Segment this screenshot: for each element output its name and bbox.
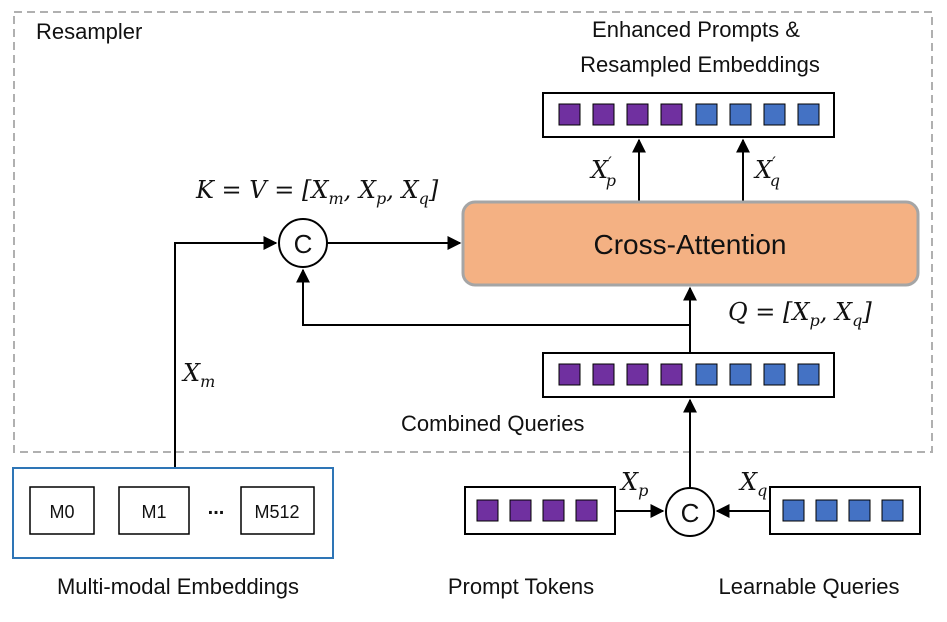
xq-label: Xq — [738, 468, 767, 500]
multimodal-embeddings-label: Multi-modal Embeddings — [57, 574, 299, 599]
concat-node-top: C — [278, 218, 328, 268]
q-to-concat-path — [296, 268, 690, 326]
cross-attention-block — [461, 200, 920, 287]
prompt-token — [509, 499, 532, 522]
query-token — [797, 103, 820, 126]
concat-node-bottom: C — [665, 487, 715, 537]
xp-prime-label: X′p — [589, 153, 616, 190]
multimodal-embeddings-box: M0 M1 ... M512 — [12, 467, 334, 559]
resampler-region — [13, 11, 933, 453]
query-token — [815, 499, 838, 522]
query-token — [729, 103, 752, 126]
prompt-token — [592, 103, 615, 126]
svg-text:C: C — [681, 498, 700, 528]
learnable-queries-label: Learnable Queries — [718, 574, 899, 599]
kv-formula: K = V = [Xm, Xp, Xq] — [195, 176, 439, 208]
xm-label: Xm — [181, 359, 215, 391]
multimodal-item-1 — [118, 486, 190, 535]
resampler-label: Resampler — [36, 19, 142, 44]
svg-text:C: C — [294, 229, 313, 259]
query-token — [797, 363, 820, 386]
prompt-token — [660, 103, 683, 126]
output-title-line1: Enhanced Prompts & — [592, 17, 800, 42]
combined-queries-bar — [542, 352, 835, 398]
query-token — [848, 499, 871, 522]
query-token — [729, 363, 752, 386]
query-token — [782, 499, 805, 522]
cross-attention-label: Cross-Attention — [594, 229, 787, 260]
prompt-token — [592, 363, 615, 386]
prompt-token — [626, 103, 649, 126]
xm-path — [174, 236, 278, 468]
query-token — [695, 103, 718, 126]
prompt-token — [542, 499, 565, 522]
svg-text:M1: M1 — [141, 502, 166, 522]
output-title-line2: Resampled Embeddings — [580, 52, 820, 77]
prompt-tokens-bar — [464, 486, 616, 535]
query-token — [763, 363, 786, 386]
query-token — [881, 499, 904, 522]
learnable-queries-bar — [769, 486, 921, 535]
q-formula: Q = [Xp, Xq] — [728, 298, 872, 330]
query-token — [695, 363, 718, 386]
combined-queries-label: Combined Queries — [401, 411, 584, 436]
xq-prime-label: X′q — [753, 153, 780, 190]
prompt-token — [558, 363, 581, 386]
svg-text:M0: M0 — [49, 502, 74, 522]
output-token-bar — [542, 92, 835, 138]
prompt-token — [558, 103, 581, 126]
xp-label: Xp — [619, 468, 648, 500]
multimodal-item-2 — [240, 486, 315, 535]
query-token — [763, 103, 786, 126]
multimodal-item-0 — [29, 486, 95, 535]
prompt-token — [626, 363, 649, 386]
prompt-tokens-label: Prompt Tokens — [448, 574, 594, 599]
prompt-token — [660, 363, 683, 386]
prompt-token — [476, 499, 499, 522]
multimodal-ellipsis: ... — [208, 497, 225, 519]
prompt-token — [575, 499, 598, 522]
svg-text:M512: M512 — [254, 502, 299, 522]
